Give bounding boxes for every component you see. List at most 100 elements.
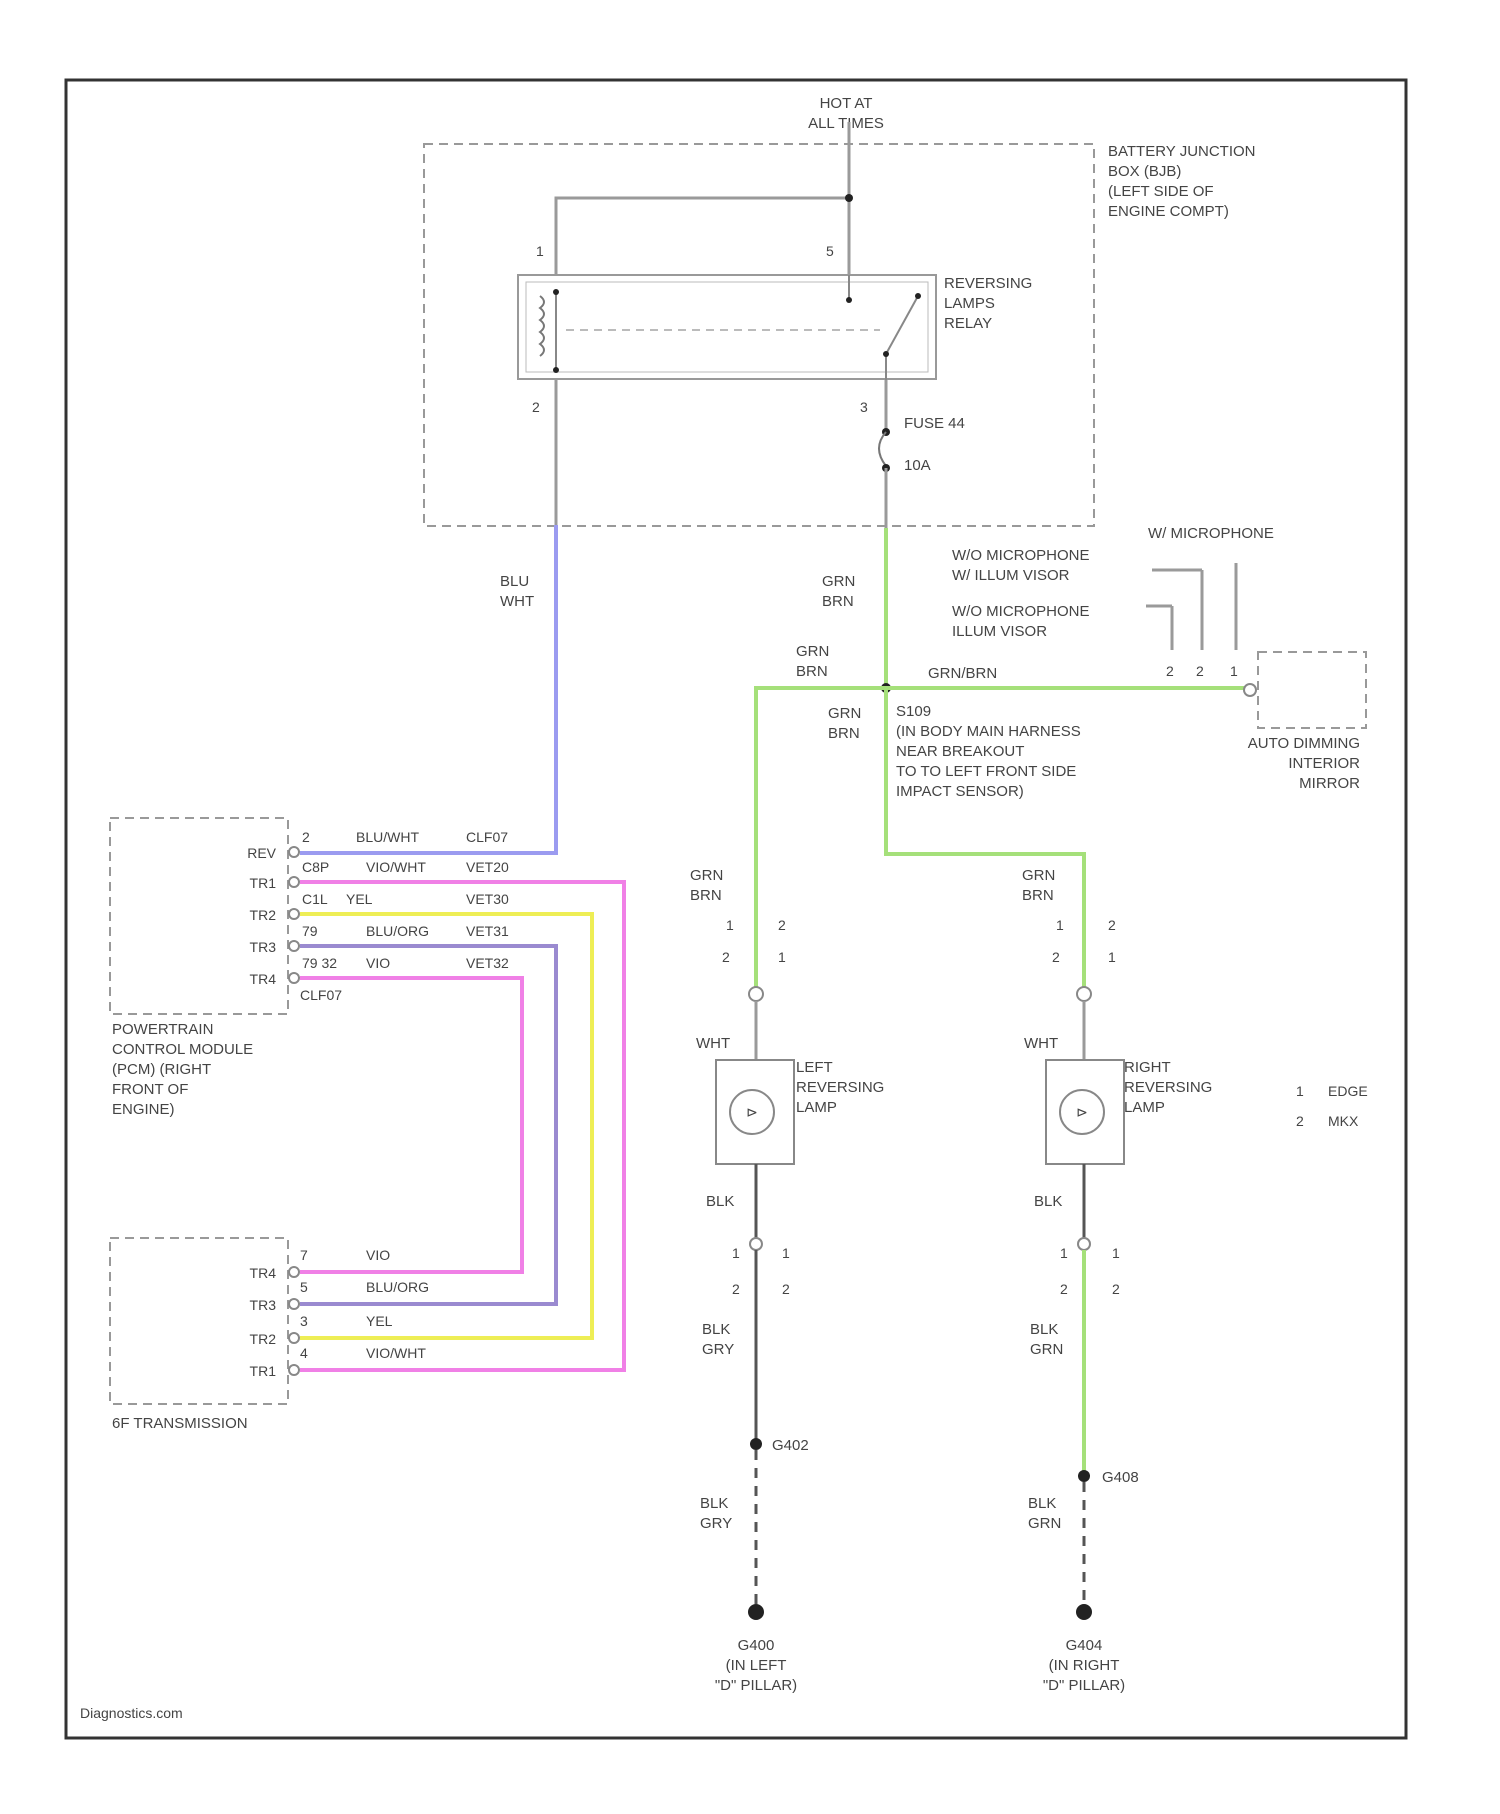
svg-text:TR1: TR1 xyxy=(250,1363,277,1379)
svg-text:VIO/WHT: VIO/WHT xyxy=(366,1345,426,1361)
svg-text:2: 2 xyxy=(1108,917,1116,933)
fuse-label: FUSE 44 xyxy=(904,415,965,432)
svg-text:VIO/WHT: VIO/WHT xyxy=(366,859,426,875)
left-ground-splice-label: G402 xyxy=(772,1437,809,1454)
left-lamp-gnd-label: BLK xyxy=(706,1193,734,1210)
svg-text:1: 1 xyxy=(1056,917,1064,933)
svg-text:VIO: VIO xyxy=(366,955,390,971)
left-lamp-label: LEFTREVERSINGLAMP xyxy=(796,1059,884,1116)
svg-text:2: 2 xyxy=(1060,1281,1068,1297)
mirror-pin-c: 1 xyxy=(1230,663,1238,679)
svg-text:C1L: C1L xyxy=(302,891,328,907)
mirror-pin-b: 2 xyxy=(1196,663,1204,679)
svg-text:BLU/WHT: BLU/WHT xyxy=(356,829,419,845)
mirror-pin-a: 2 xyxy=(1166,663,1174,679)
svg-text:79 32: 79 32 xyxy=(302,955,337,971)
pcm-pin-tr1: TR1 xyxy=(250,875,277,891)
svg-text:2: 2 xyxy=(1052,949,1060,965)
mirror-option-leads xyxy=(1172,563,1236,650)
right-ground-splice-label: G408 xyxy=(1102,1469,1139,1486)
right-ground-splice xyxy=(1078,1470,1090,1482)
svg-text:CLF07: CLF07 xyxy=(300,987,342,1003)
transmission-label: 6F TRANSMISSION xyxy=(112,1415,248,1432)
pcm-pin-tr3: TR3 xyxy=(250,939,277,955)
svg-text:VIO: VIO xyxy=(366,1247,390,1263)
svg-text:4: 4 xyxy=(300,1345,308,1361)
mirror-enclosure xyxy=(1258,652,1366,728)
fuse-icon xyxy=(879,432,886,466)
right-bulb-label: WHT xyxy=(1024,1035,1058,1052)
svg-text:79: 79 xyxy=(302,923,318,939)
relay-pin-2: 2 xyxy=(532,399,540,415)
svg-text:7: 7 xyxy=(300,1247,308,1263)
svg-text:YEL: YEL xyxy=(366,1313,393,1329)
pcm-pin-numbers: 2 C8P C1L 79 79 32 xyxy=(302,829,337,971)
left-bulb-label: WHT xyxy=(696,1035,730,1052)
svg-text:VET30: VET30 xyxy=(466,891,509,907)
svg-text:YEL: YEL xyxy=(346,891,373,907)
svg-text:C8P: C8P xyxy=(302,859,329,875)
hot-feed-junction xyxy=(845,194,853,202)
svg-text:MKX: MKX xyxy=(1328,1113,1359,1129)
pcm-pin-tr4: TR4 xyxy=(250,971,277,987)
svg-text:1: 1 xyxy=(1296,1083,1304,1099)
svg-text:2: 2 xyxy=(1296,1113,1304,1129)
svg-text:TR3: TR3 xyxy=(250,1297,277,1313)
left-ground-splice xyxy=(750,1438,762,1450)
legend: 1 EDGE 2 MKX xyxy=(1296,1083,1368,1129)
svg-text:TR4: TR4 xyxy=(250,1265,277,1281)
splice-left-wire-label: GRNBRN xyxy=(796,643,829,680)
svg-text:2: 2 xyxy=(732,1281,740,1297)
left-lamp-feed-wire xyxy=(756,688,886,994)
pcm-pin-rev: REV xyxy=(247,845,276,861)
svg-text:VET31: VET31 xyxy=(466,923,509,939)
svg-text:1: 1 xyxy=(732,1245,740,1261)
right-lamp-gnd-label: BLK xyxy=(1034,1193,1062,1210)
svg-text:5: 5 xyxy=(300,1279,308,1295)
pcm-pin-tr2: TR2 xyxy=(250,907,277,923)
relay-pin-5: 5 xyxy=(826,243,834,259)
svg-text:2: 2 xyxy=(782,1281,790,1297)
svg-text:1: 1 xyxy=(1108,949,1116,965)
right-ground-label: G404(IN RIGHT"D" PILLAR) xyxy=(1043,1637,1125,1694)
svg-text:TR2: TR2 xyxy=(250,1331,277,1347)
left-ground-icon xyxy=(748,1604,764,1620)
svg-text:BLU/ORG: BLU/ORG xyxy=(366,1279,429,1295)
pcm-pin-labels: REV TR1 TR2 TR3 TR4 xyxy=(247,845,276,987)
svg-text:VET20: VET20 xyxy=(466,859,509,875)
svg-text:2: 2 xyxy=(302,829,310,845)
bjb-label: BATTERY JUNCTIONBOX (BJB)(LEFT SIDE OFEN… xyxy=(1108,143,1256,220)
svg-text:2: 2 xyxy=(778,917,786,933)
fuse-rating: 10A xyxy=(904,457,931,474)
svg-text:1: 1 xyxy=(1112,1245,1120,1261)
svg-text:⊳: ⊳ xyxy=(1076,1104,1088,1120)
tr4-wire xyxy=(300,978,522,1272)
mirror-option-wo-mic-visor: W/O MICROPHONEW/ ILLUM VISOR xyxy=(952,547,1090,584)
tr1-wire xyxy=(300,882,624,1370)
transmission-enclosure xyxy=(110,1238,288,1404)
svg-text:3: 3 xyxy=(300,1313,308,1329)
watermark: Diagnostics.com xyxy=(80,1705,183,1721)
svg-text:1: 1 xyxy=(778,949,786,965)
svg-text:CLF07: CLF07 xyxy=(466,829,508,845)
svg-text:VET32: VET32 xyxy=(466,955,509,971)
svg-text:⊳: ⊳ xyxy=(746,1104,758,1120)
svg-text:2: 2 xyxy=(1112,1281,1120,1297)
svg-text:1: 1 xyxy=(1060,1245,1068,1261)
mirror-option-with-mic: W/ MICROPHONE xyxy=(1148,525,1274,542)
relay-pin-1: 1 xyxy=(536,243,544,259)
